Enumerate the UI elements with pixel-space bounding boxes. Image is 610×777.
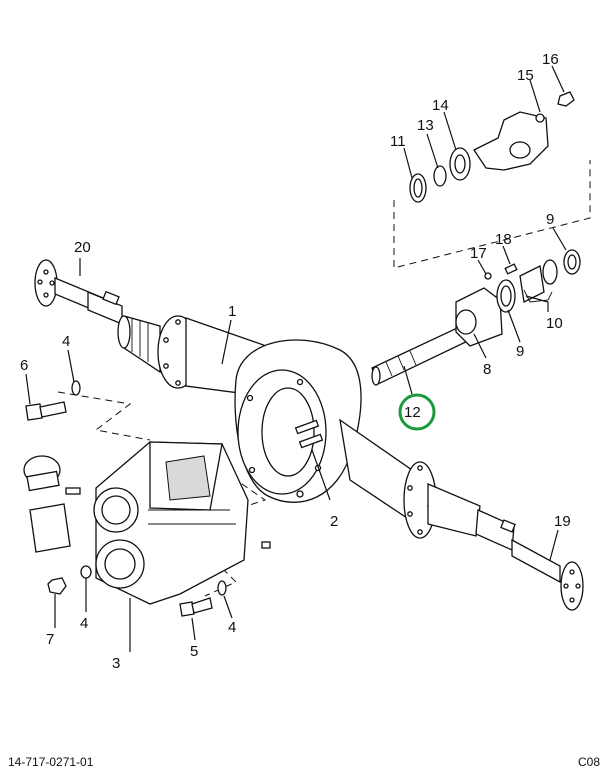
callout-3: 3 (112, 655, 120, 672)
callout-5: 5 (190, 643, 198, 660)
callout-15: 15 (517, 67, 534, 84)
callout-10: 10 (546, 315, 563, 332)
callout-9-top: 9 (546, 211, 554, 228)
callout-16: 16 (542, 51, 559, 68)
left-axle-shaft (34, 259, 123, 325)
callout-20: 20 (74, 239, 91, 256)
input-bearing-group (455, 249, 581, 347)
callout-19: 19 (554, 513, 571, 530)
callout-17: 17 (470, 245, 487, 262)
callout-13: 13 (417, 117, 434, 134)
callout-6: 6 (20, 357, 28, 374)
highlight-ring (398, 393, 436, 431)
callout-4-left: 4 (80, 615, 88, 632)
differential-carrier (23, 441, 271, 605)
callout-labels: 20 1 4 6 2 3 4 7 5 4 11 13 14 15 16 17 1… (20, 51, 571, 672)
callout-8: 8 (483, 361, 491, 378)
drawing-number: 14-717-0271-01 (8, 755, 94, 769)
right-axle-shaft (511, 538, 584, 611)
callout-9-bottom: 9 (516, 343, 524, 360)
axle-housing (117, 315, 516, 551)
yoke-group (409, 91, 575, 203)
callout-18: 18 (495, 231, 512, 248)
callout-12: 12 (404, 404, 421, 421)
page-code: C08 (577, 755, 600, 769)
callout-7: 7 (46, 631, 54, 648)
callout-14: 14 (432, 97, 449, 114)
callout-11: 11 (390, 133, 406, 150)
callout-4-top: 4 (62, 333, 70, 350)
callout-4-right: 4 (228, 619, 236, 636)
hardware (25, 380, 227, 617)
callout-1: 1 (228, 303, 236, 320)
leader-lines (25, 65, 567, 652)
callout-2: 2 (330, 513, 338, 530)
